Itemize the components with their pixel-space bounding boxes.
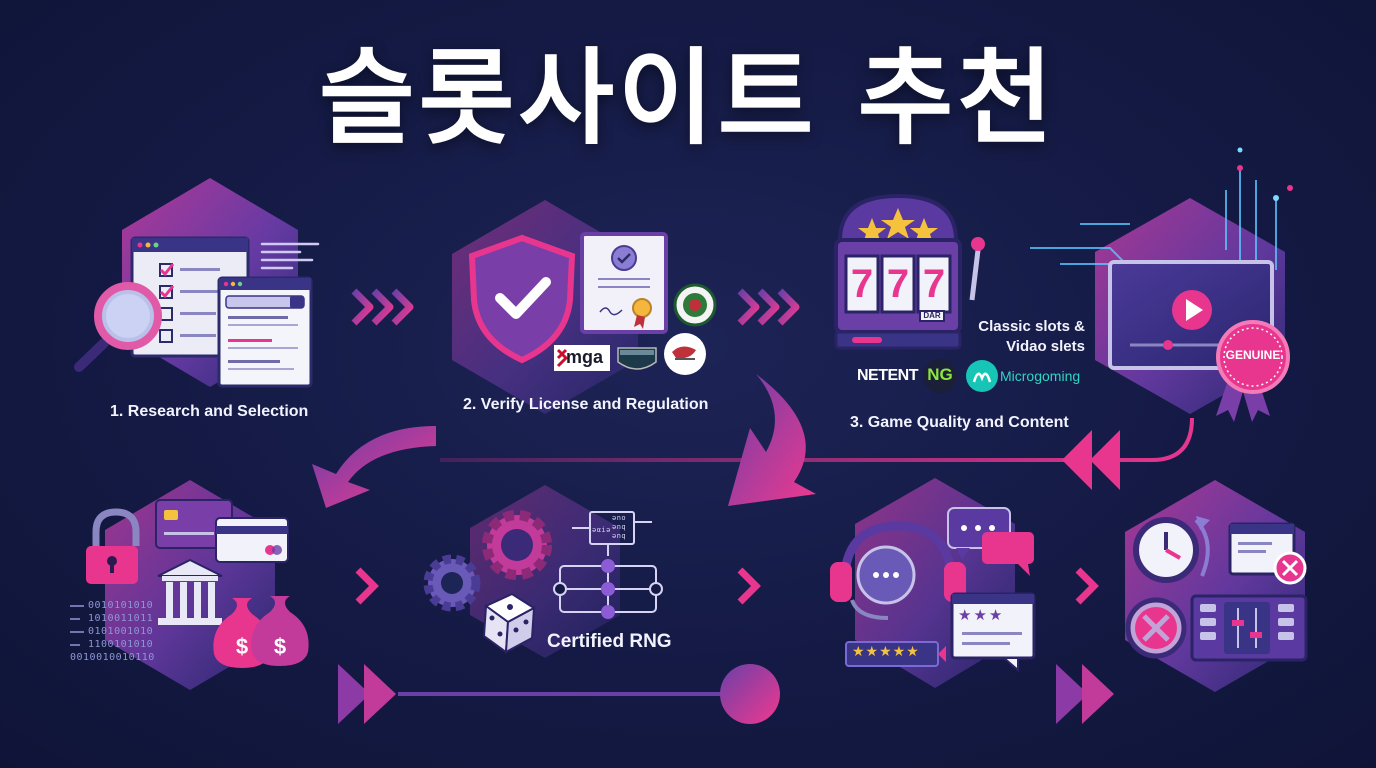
regulator-round-badge — [664, 333, 706, 375]
return-line — [440, 417, 1194, 462]
shield-check-icon — [468, 234, 576, 364]
regulator-badge — [617, 347, 657, 370]
rating-stars-icon: ★★★★★ — [852, 644, 920, 660]
control-panel-icon — [1190, 594, 1308, 662]
speed-lines-icon — [260, 242, 320, 270]
padlock-icon — [86, 508, 140, 584]
review-window-icon — [950, 592, 1036, 673]
step-1-label: 1. Research and Selection — [110, 403, 309, 420]
magnifier-icon — [74, 282, 162, 372]
seal-icon — [673, 283, 717, 327]
slot-caption-line2: Vidao slets — [1006, 338, 1085, 355]
certificate-icon — [580, 232, 668, 334]
slot-reel-1: 7 — [850, 262, 874, 306]
money-bag-icon — [213, 596, 309, 668]
chevron-icon-b2 — [737, 567, 761, 605]
slot-caption-line1: Classic slots & — [978, 318, 1085, 335]
bank-icon — [157, 558, 223, 625]
review-stars-icon: ★★★ — [958, 606, 1005, 624]
dice-icon — [482, 592, 536, 654]
binary-line-5: 0010010010110 — [70, 652, 155, 663]
microgaming-logo — [966, 360, 998, 392]
genuine-badge-text: GENUINE — [1225, 348, 1281, 362]
chevron-arrows-icon-2 — [737, 288, 800, 326]
clock-icon — [1133, 516, 1210, 583]
money-bag-symbol-1: $ — [235, 634, 249, 659]
double-arrow-left — [1062, 430, 1120, 490]
slot-machine-icon — [834, 193, 985, 350]
chip-line-3: ǝnq — [612, 532, 627, 540]
ng-logo — [923, 359, 957, 393]
mga-badge — [554, 345, 610, 371]
search-results-window-icon — [217, 276, 313, 388]
chat-bubble-icon — [856, 507, 1034, 605]
chip-line-2: ǝnq — [612, 523, 627, 531]
checklist-icon — [159, 263, 220, 343]
page-title: 슬롯사이트 추천 — [319, 37, 1057, 159]
chip-line-1: ǝno — [612, 514, 627, 522]
curved-arrow-left — [312, 426, 436, 508]
close-x-icon — [1125, 597, 1187, 659]
genuine-ribbon-icon — [1216, 320, 1290, 422]
slot-plate-text: DAR — [923, 311, 941, 320]
binary-line-3: 0101001010 — [88, 626, 154, 637]
gear-icon — [423, 510, 552, 612]
curved-arrow-down — [728, 374, 816, 506]
rating-bar-icon — [845, 641, 946, 667]
data-stream-lines — [70, 605, 84, 646]
provider-microgaming: Microgoming — [1000, 368, 1081, 384]
credit-card-icon — [155, 499, 289, 563]
blocked-window-icon — [1228, 522, 1307, 585]
chevron-icon-b1 — [355, 567, 379, 605]
provider-ng: NG — [927, 365, 953, 384]
binary-line-4: 1100101010 — [88, 639, 154, 650]
double-arrow-right — [1056, 664, 1114, 724]
money-bag-symbol-2: $ — [273, 634, 287, 659]
step-3-label: 3. Game Quality and Content — [850, 414, 1069, 431]
binary-line-1: 0010101010 — [88, 600, 154, 611]
slot-reel-3: 7 — [922, 262, 946, 306]
circuit-lines — [1030, 170, 1277, 270]
binary-line-2: 1010011011 — [88, 613, 154, 624]
chip-side-text: ǝαiə — [592, 526, 611, 534]
rng-label: Certified RNG — [547, 631, 672, 652]
chevron-arrows-icon — [351, 288, 414, 326]
double-arrow-right-left — [338, 664, 396, 724]
provider-netent: NETENT — [857, 367, 919, 384]
chevron-icon-b3 — [1075, 567, 1099, 605]
bottom-connector-dot — [720, 664, 780, 724]
mga-logo-text: mga — [566, 347, 604, 367]
step-2-label: 2. Verify License and Regulation — [463, 396, 709, 413]
headset-icon — [830, 521, 966, 620]
slot-reel-2: 7 — [886, 262, 910, 306]
